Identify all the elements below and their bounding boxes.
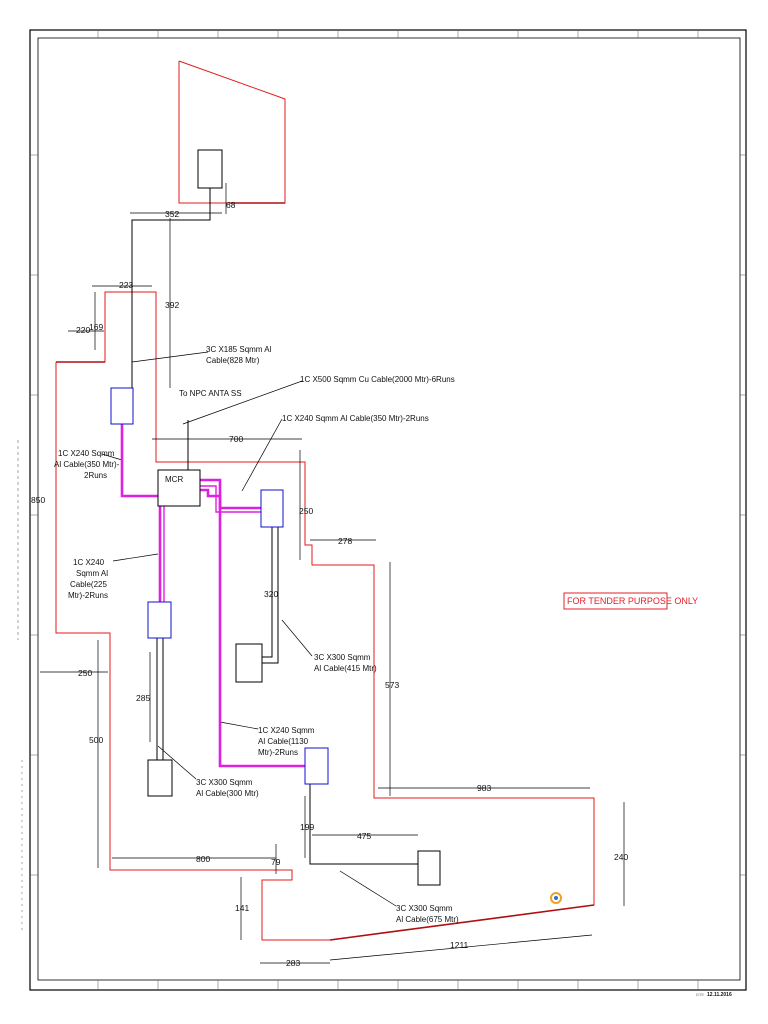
label-c300-300-1: 3C X300 Sqmm bbox=[196, 778, 253, 787]
feeder-1130 bbox=[200, 488, 306, 768]
label-c240-225-2: Sqmm Al bbox=[76, 569, 108, 578]
panel-right bbox=[260, 489, 284, 528]
panel-bottom bbox=[304, 747, 329, 785]
dim-141: 141 bbox=[235, 903, 249, 913]
feeder-right bbox=[200, 478, 262, 510]
label-c240-1130-3: Mtr)-2Runs bbox=[258, 748, 298, 757]
route-675 bbox=[309, 784, 418, 865]
label-c300-675-1: 3C X300 Sqmm bbox=[396, 904, 453, 913]
footer-small: DTE bbox=[696, 992, 704, 997]
load-box-300 bbox=[147, 759, 173, 797]
route-185 bbox=[131, 188, 211, 388]
label-c240-225-4: Mtr)-2Runs bbox=[68, 591, 108, 600]
boundary-main bbox=[55, 291, 595, 941]
dim-199: 199 bbox=[300, 822, 314, 832]
dim-573: 573 bbox=[385, 680, 399, 690]
tender-stamp-text: FOR TENDER PURPOSE ONLY bbox=[567, 596, 698, 606]
dim-79: 79 bbox=[271, 857, 281, 867]
label-c240-350r: 1C X240 Sqmm Al Cable(350 Mtr)-2Runs bbox=[282, 414, 429, 423]
boundary-dark-segments bbox=[56, 202, 595, 941]
plot-boundary bbox=[55, 60, 595, 941]
label-c240-1130-1: 1C X240 Sqmm bbox=[258, 726, 315, 735]
feeder-cables bbox=[120, 424, 306, 768]
label-c185-2: Cable(828 Mtr) bbox=[206, 356, 260, 365]
dim-285: 285 bbox=[136, 693, 150, 703]
dim-1211: 1211 bbox=[450, 940, 469, 950]
tender-stamp-box bbox=[563, 592, 668, 610]
dimension-texts: 352 68 392 223 220 169 850 700 250 278 3… bbox=[31, 200, 628, 968]
label-c240-350l-3: 2Runs bbox=[84, 471, 107, 480]
frame-ticks bbox=[30, 30, 746, 990]
dim-250a: 250 bbox=[299, 506, 313, 516]
logo-mark bbox=[550, 892, 562, 904]
dim-983: 983 bbox=[477, 783, 491, 793]
dim-240: 240 bbox=[614, 852, 628, 862]
cable-labels: 3C X185 Sqmm Al Cable(828 Mtr) 1C X500 S… bbox=[54, 345, 459, 924]
label-c185-1: 3C X185 Sqmm Al bbox=[206, 345, 272, 354]
dim-392: 392 bbox=[165, 300, 179, 310]
dim-278: 278 bbox=[338, 536, 352, 546]
margin-notes bbox=[17, 440, 23, 930]
load-box-675 bbox=[417, 850, 441, 886]
dimension-lines bbox=[40, 183, 625, 964]
dim-850: 850 bbox=[31, 495, 45, 505]
label-npc: To NPC ANTA SS bbox=[179, 389, 242, 398]
dim-283: 283 bbox=[286, 958, 300, 968]
label-c500: 1C X500 Sqmm Cu Cable(2000 Mtr)-6Runs bbox=[300, 375, 455, 384]
feeder-cables-thin bbox=[163, 485, 262, 602]
label-c240-225-1: 1C X240 bbox=[73, 558, 105, 567]
dim-700: 700 bbox=[229, 434, 243, 444]
load-box-415 bbox=[235, 643, 263, 683]
label-c300-675-2: Al Cable(675 Mtr) bbox=[396, 915, 459, 924]
label-c300-415-2: Al Cable(415 Mtr) bbox=[314, 664, 377, 673]
label-c240-350l-2: Al Cable(350 Mtr)- bbox=[54, 460, 120, 469]
leader-lines bbox=[101, 351, 397, 907]
dim-320: 320 bbox=[264, 589, 278, 599]
dim-220: 220 bbox=[76, 325, 90, 335]
dim-352: 352 bbox=[165, 209, 179, 219]
route-415b bbox=[262, 527, 279, 664]
dim-223: 223 bbox=[119, 280, 133, 290]
dim-500: 500 bbox=[89, 735, 103, 745]
tender-stamp: FOR TENDER PURPOSE ONLY bbox=[563, 592, 698, 610]
dim-250b: 250 bbox=[78, 668, 92, 678]
dim-169: 169 bbox=[89, 322, 103, 332]
route-415 bbox=[262, 527, 273, 658]
boundary-top-plot bbox=[178, 60, 286, 204]
route-300 bbox=[156, 638, 172, 779]
drawing-frame bbox=[29, 29, 747, 991]
switchyard-top bbox=[197, 149, 223, 189]
dim-68: 68 bbox=[226, 200, 236, 210]
label-c240-225-3: Cable(225 bbox=[70, 580, 107, 589]
panel-middle bbox=[147, 601, 172, 639]
panel-left bbox=[110, 387, 134, 425]
mcr-building bbox=[157, 469, 201, 507]
mcr-label: MCR bbox=[165, 475, 183, 484]
feeder-left bbox=[120, 424, 160, 498]
dim-475: 475 bbox=[357, 831, 371, 841]
label-c240-1130-2: Al Cable(1130 bbox=[258, 737, 309, 746]
footer-date: 12.11.2016 bbox=[707, 992, 732, 998]
dim-800: 800 bbox=[196, 854, 210, 864]
label-c240-350l-1: 1C X240 Sqmm bbox=[58, 449, 115, 458]
label-c300-300-2: Al Cable(300 Mtr) bbox=[196, 789, 259, 798]
equipment bbox=[110, 149, 441, 886]
label-c300-415-1: 3C X300 Sqmm bbox=[314, 653, 371, 662]
